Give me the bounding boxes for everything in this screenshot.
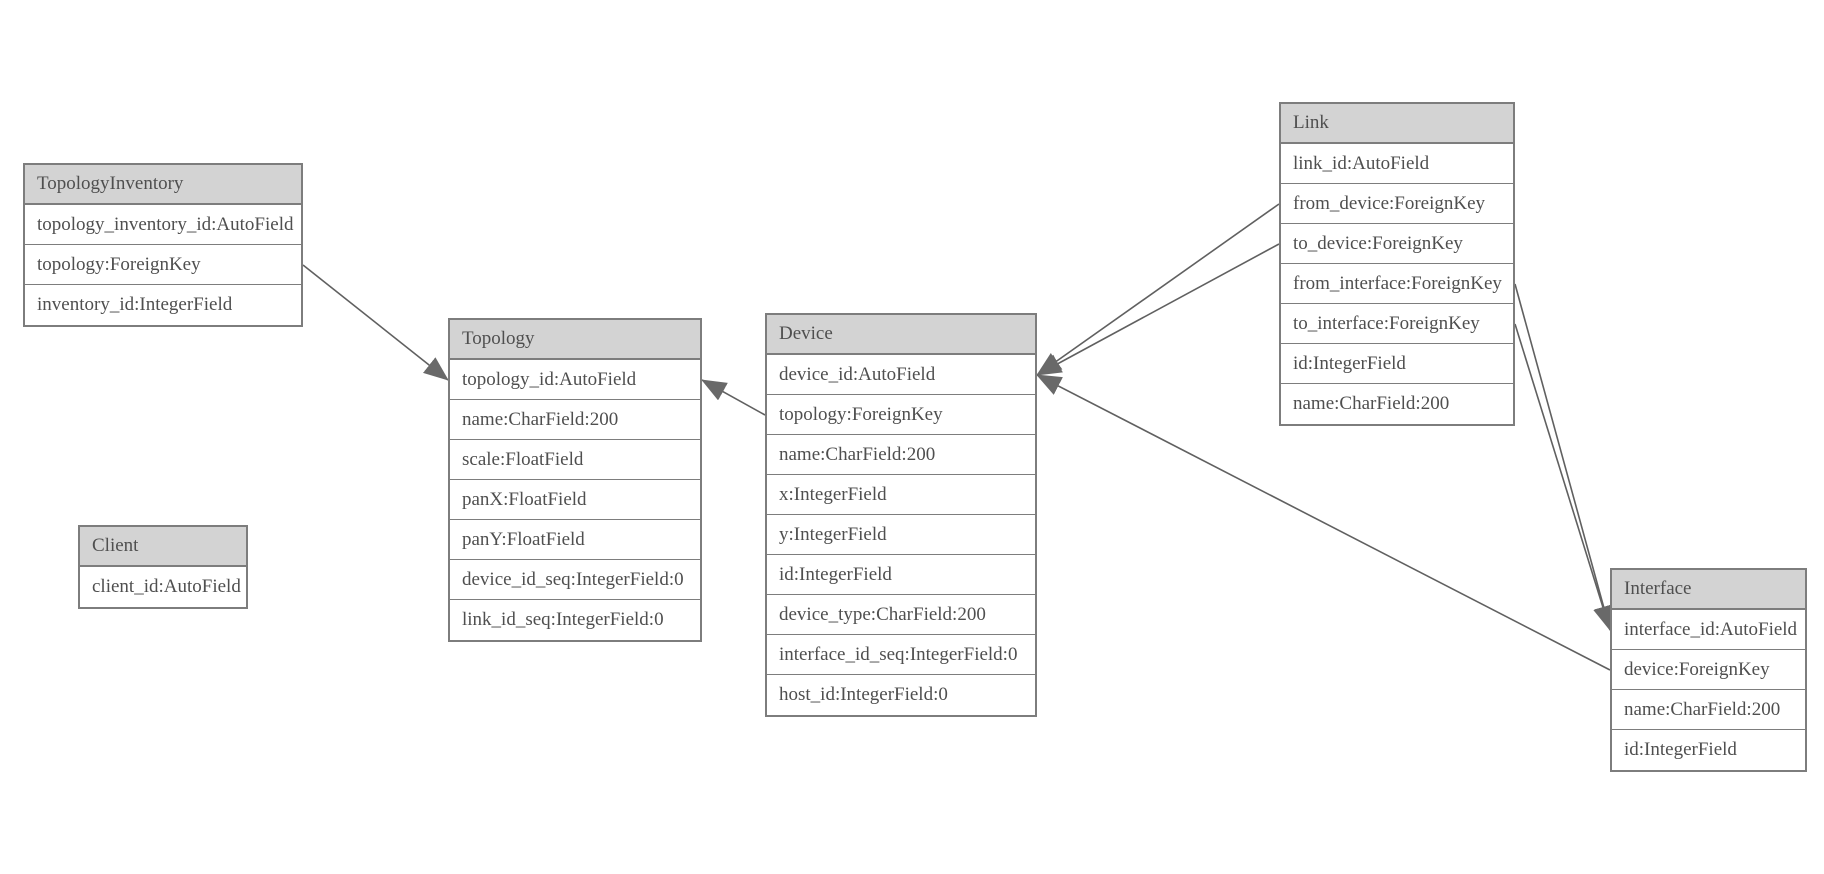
field-topology-name: name:CharField:200 [450,400,700,440]
field-device-device-type: device_type:CharField:200 [767,595,1035,635]
field-topology-device-id-seq: device_id_seq:IntegerField:0 [450,560,700,600]
field-topology-panx: panX:FloatField [450,480,700,520]
table-header-topologyinventory: TopologyInventory [25,165,301,205]
field-interface-id: id:IntegerField [1612,730,1805,770]
field-client-client-id: client_id:AutoField [80,567,246,607]
edge-topologyinventory-topology [302,264,449,381]
field-link-to-device: to_device:ForeignKey [1281,224,1513,264]
field-interface-device: device:ForeignKey [1612,650,1805,690]
edge-link-to-interface [1514,323,1613,631]
field-interface-name: name:CharField:200 [1612,690,1805,730]
field-device-y: y:IntegerField [767,515,1035,555]
table-header-link: Link [1281,104,1513,144]
field-device-device-id: device_id:AutoField [767,355,1035,395]
field-interface-interface-id: interface_id:AutoField [1612,610,1805,650]
edge-link-to-device [1036,243,1280,376]
field-link-from-device: from_device:ForeignKey [1281,184,1513,224]
field-device-interface-id-seq: interface_id_seq:IntegerField:0 [767,635,1035,675]
field-topologyinventory-inventory-id: inventory_id:IntegerField [25,285,301,325]
edge-link-from-device [1036,203,1280,376]
edge-link-from-interface [1514,283,1614,631]
field-device-host-id: host_id:IntegerField:0 [767,675,1035,715]
table-header-interface: Interface [1612,570,1805,610]
field-device-name: name:CharField:200 [767,435,1035,475]
field-link-to-interface: to_interface:ForeignKey [1281,304,1513,344]
field-link-id: id:IntegerField [1281,344,1513,384]
field-link-name: name:CharField:200 [1281,384,1513,424]
edge-device-topology [701,379,766,416]
edge-interface-device [1036,374,1611,671]
field-device-topology: topology:ForeignKey [767,395,1035,435]
field-topology-link-id-seq: link_id_seq:IntegerField:0 [450,600,700,640]
field-topologyinventory-topology-inventory-id: topology_inventory_id:AutoField [25,205,301,245]
field-topology-scale: scale:FloatField [450,440,700,480]
field-topology-pany: panY:FloatField [450,520,700,560]
field-topologyinventory-topology: topology:ForeignKey [25,245,301,285]
field-device-id: id:IntegerField [767,555,1035,595]
field-link-link-id: link_id:AutoField [1281,144,1513,184]
table-header-client: Client [80,527,246,567]
field-link-from-interface: from_interface:ForeignKey [1281,264,1513,304]
table-header-topology: Topology [450,320,700,360]
table-header-device: Device [767,315,1035,355]
field-device-x: x:IntegerField [767,475,1035,515]
field-topology-topology-id: topology_id:AutoField [450,360,700,400]
